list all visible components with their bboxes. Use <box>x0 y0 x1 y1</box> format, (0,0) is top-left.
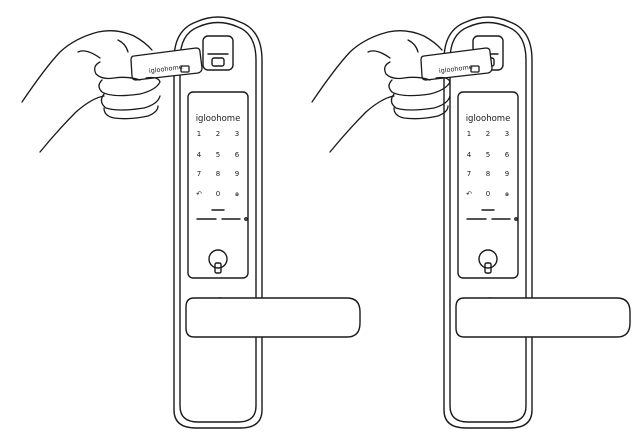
lock-illustration-left <box>173 16 361 429</box>
keypad-left: 1 2 3 4 5 6 7 8 9 ↶ 0 ๑ <box>196 130 240 198</box>
keypad-key: 1 <box>467 130 471 138</box>
lock-brand-left: igloohome <box>196 114 241 124</box>
keypad-key: ↶ <box>196 190 202 198</box>
keypad-key: 7 <box>467 170 471 178</box>
keypad-key: 6 <box>235 151 240 159</box>
keypad-key: 4 <box>197 151 202 159</box>
keypad-key: 8 <box>486 170 490 178</box>
keypad-key: 0 <box>486 190 490 198</box>
keypad-key: 1 <box>197 130 201 138</box>
keypad-key: 4 <box>467 151 472 159</box>
keypad-key: 2 <box>486 130 490 138</box>
lock-brand-right: igloohome <box>466 114 511 124</box>
keypad-key: 0 <box>216 190 220 198</box>
keypad-right: 1 2 3 4 5 6 7 8 9 ↶ 0 ๑ <box>466 130 510 198</box>
keypad-key: 5 <box>486 151 490 159</box>
keypad-key: ๑ <box>505 190 509 198</box>
keypad-key: 3 <box>505 130 509 138</box>
keypad-key: ๑ <box>235 190 239 198</box>
keypad-key: 9 <box>235 170 239 178</box>
keypad-key: 7 <box>197 170 201 178</box>
keypad-key: 3 <box>235 130 239 138</box>
keypad-key: ↶ <box>466 190 472 198</box>
keypad-key: 9 <box>505 170 509 178</box>
keypad-key: 6 <box>505 151 510 159</box>
lock-illustration-right <box>443 16 631 429</box>
keypad-key: 2 <box>216 130 220 138</box>
keypad-key: 8 <box>216 170 220 178</box>
keypad-key: 5 <box>216 151 220 159</box>
